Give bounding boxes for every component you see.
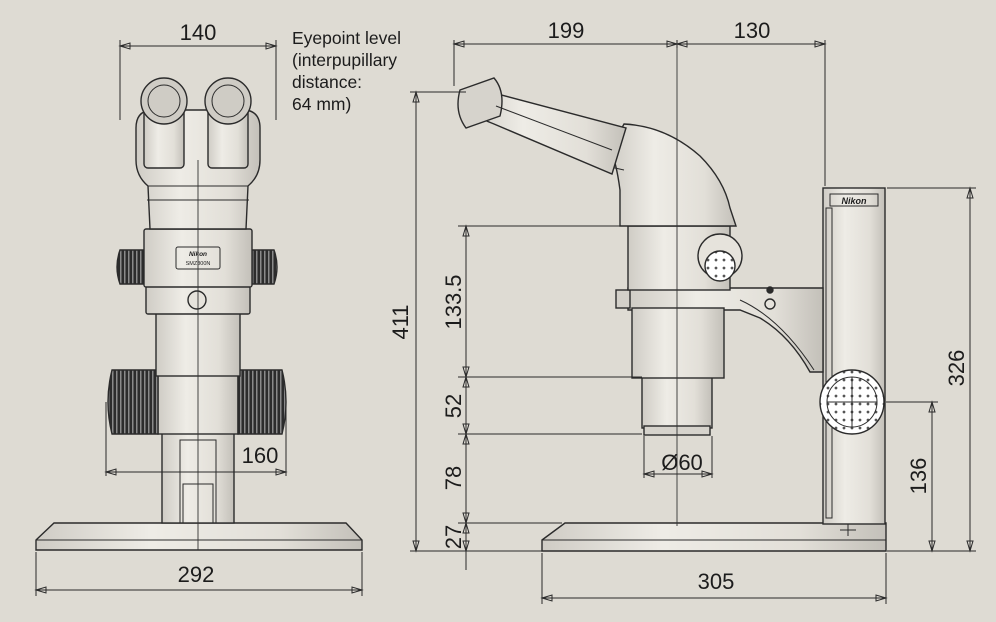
front-ring-screw <box>187 290 207 310</box>
dim-side-chain: 133.5 52 78 27 <box>441 224 642 570</box>
side-view: Nikon 199 <box>388 18 976 604</box>
side-stand-groove <box>825 207 833 519</box>
dim-side-stand: 130 <box>675 18 827 186</box>
dim-front-focus-width: 160 <box>104 402 288 476</box>
side-stand-column <box>822 187 886 525</box>
eyepoint-note: Eyepoint level (interpupillary distance:… <box>292 28 401 114</box>
dim-front-focus-width-label: 160 <box>242 443 279 468</box>
dim-side-objective-diameter: Ø60 <box>642 436 714 478</box>
dim-side-working-distance-label: 78 <box>441 466 466 490</box>
dim-side-base-depth: 305 <box>540 553 888 604</box>
dim-side-base-thickness-label: 27 <box>441 525 466 549</box>
dim-side-zoom-label: 133.5 <box>441 274 466 329</box>
front-zoom-knob-left <box>116 249 145 285</box>
dim-side-eyepiece-label: 199 <box>548 18 585 43</box>
dim-front-head-width: 140 <box>118 20 278 120</box>
side-eyetube-line <box>495 105 613 151</box>
eyepoint-note-line4: 64 mm) <box>292 94 351 114</box>
dim-front-base-width-label: 292 <box>178 562 215 587</box>
dim-side-eyepiece: 199 <box>452 18 679 86</box>
dim-side-stand-height-label: 326 <box>944 350 969 387</box>
side-eyepiece-cup <box>457 77 503 129</box>
front-zoom-knob-right <box>251 249 278 285</box>
dim-side-objective-label: 52 <box>441 394 466 418</box>
dim-side-stand-height: 326 <box>887 186 976 553</box>
front-eyepiece-right-lens <box>211 84 245 118</box>
eyepoint-note-line2: (interpupillary <box>292 50 397 70</box>
dim-side-stand-label: 130 <box>734 18 771 43</box>
side-lower-zoom <box>631 307 725 379</box>
side-focus-knob-cross <box>827 377 877 427</box>
front-view: Nikon SMZ800N 140 160 292 <box>34 20 401 596</box>
side-arm-screw <box>764 298 776 310</box>
side-stand-foot-mark <box>836 523 856 536</box>
side-arm-screw2 <box>766 286 774 294</box>
eyepoint-note-line1: Eyepoint level <box>292 28 401 48</box>
side-stand-brand-plate <box>829 193 879 207</box>
side-arm-lower <box>739 299 815 371</box>
front-focus-knob-left <box>107 369 159 435</box>
side-zoom-knob-knurl <box>704 250 736 282</box>
side-arm-clamp <box>615 289 631 309</box>
dim-side-objective-diameter-label: Ø60 <box>661 450 703 475</box>
dim-side-base-depth-label: 305 <box>698 569 735 594</box>
side-stand-brand-label: Nikon <box>841 196 867 206</box>
side-base <box>541 522 887 552</box>
dim-front-base-width: 292 <box>34 552 364 596</box>
dim-side-knob-height-label: 136 <box>906 458 931 495</box>
dim-front-head-width-label: 140 <box>180 20 217 45</box>
front-focus-knob-right <box>237 369 287 435</box>
front-base <box>35 522 363 551</box>
front-eyepiece-left-lens <box>147 84 181 118</box>
dim-side-knob-height: 136 <box>886 400 938 553</box>
side-head <box>609 123 737 227</box>
eyepoint-note-line3: distance: <box>292 72 362 92</box>
dim-side-height-label: 411 <box>388 304 413 339</box>
